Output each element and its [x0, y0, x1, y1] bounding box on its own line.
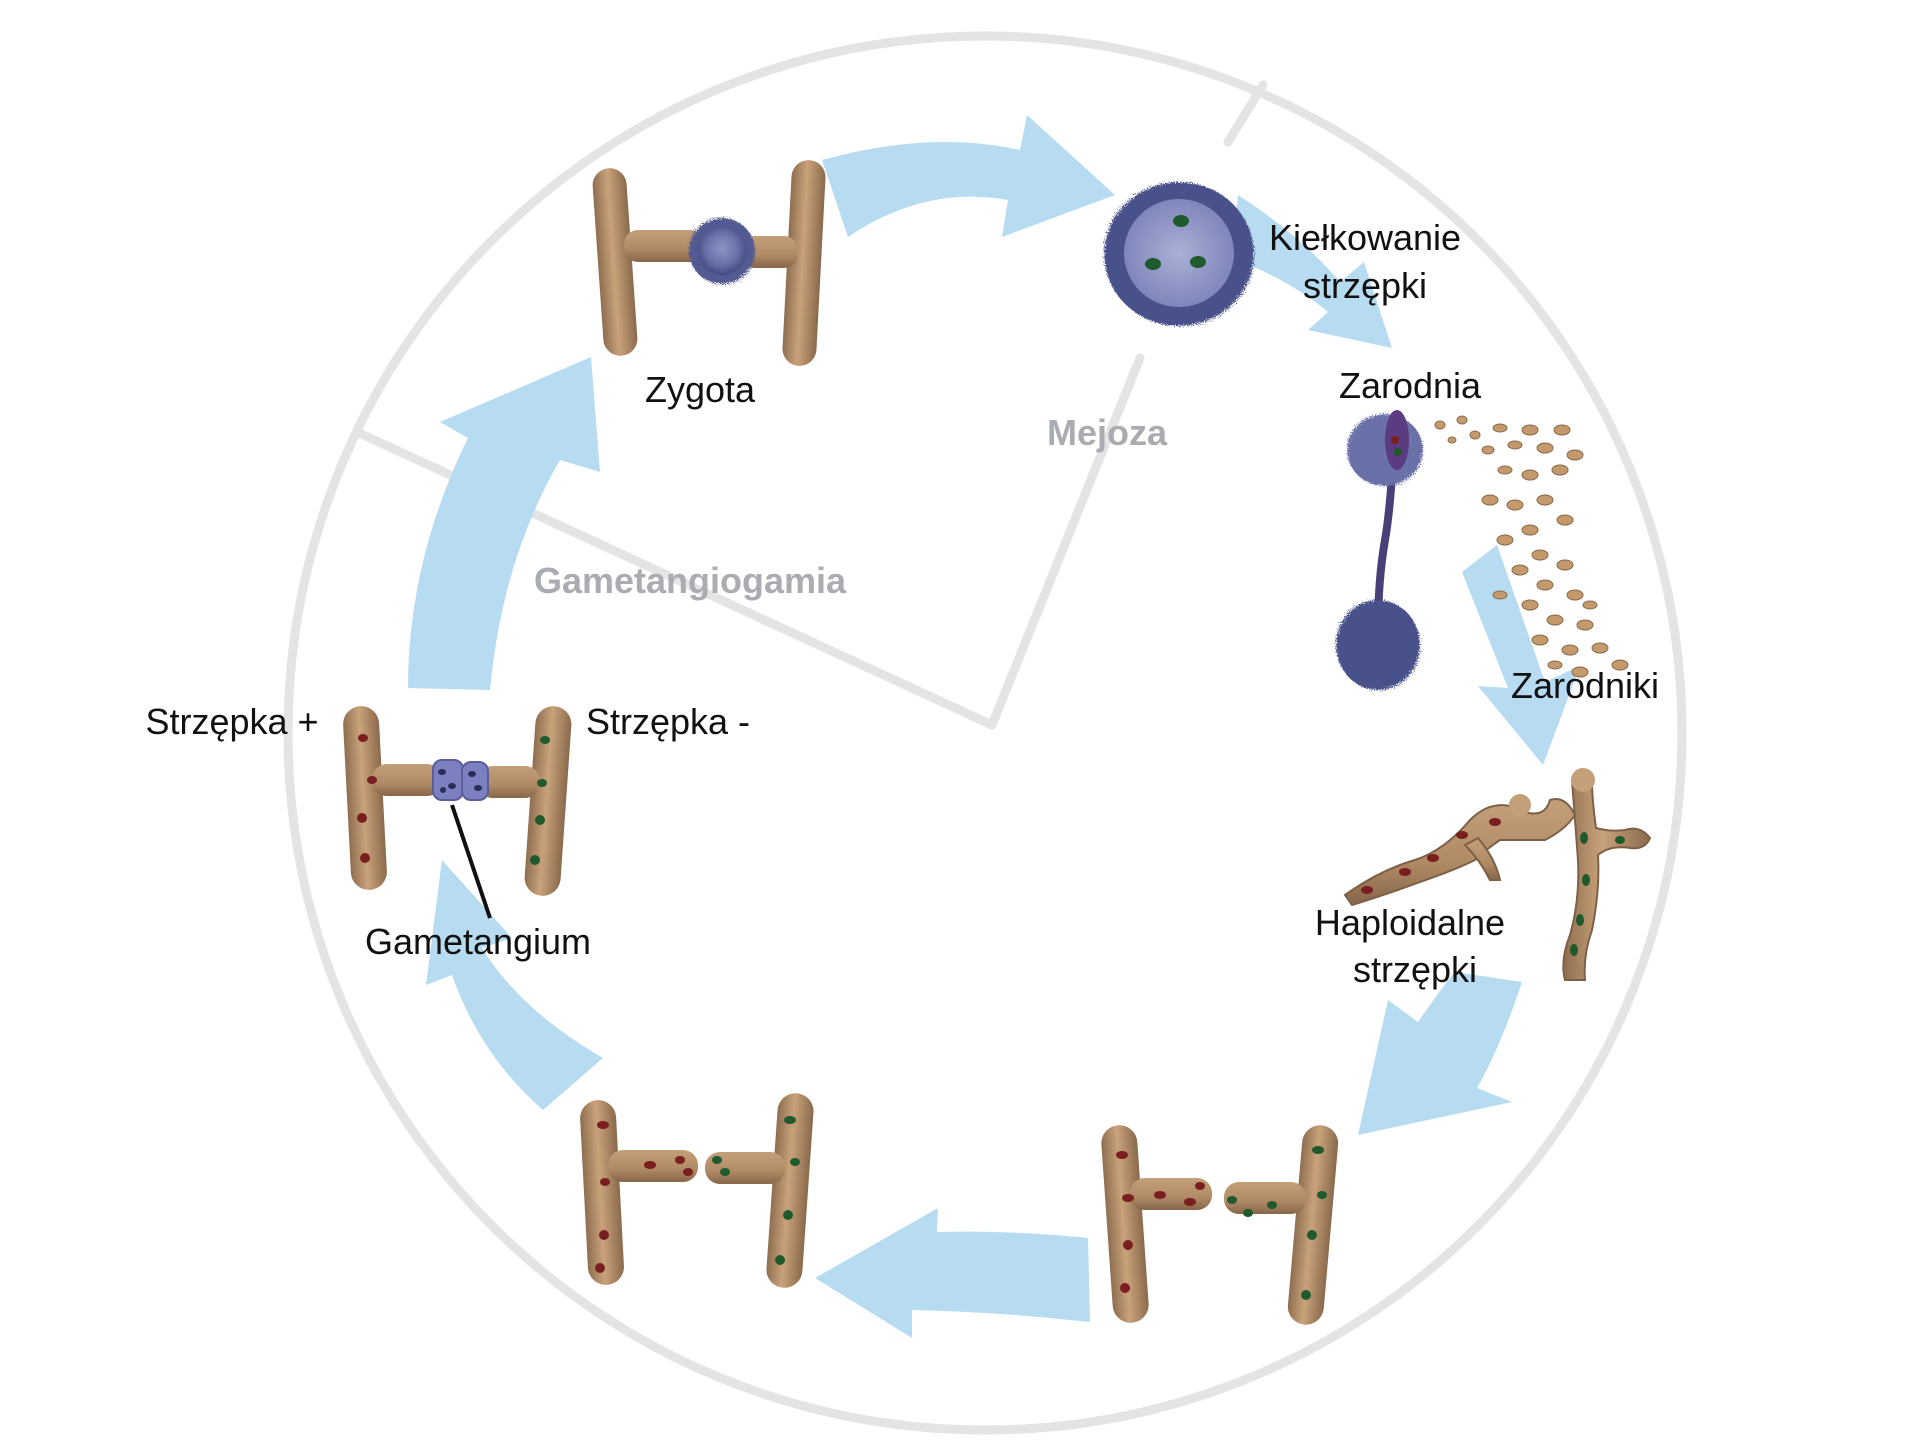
label-zarodnia: Zarodnia — [1339, 365, 1482, 406]
nucleus — [1489, 818, 1501, 826]
zygospore-inner — [1124, 199, 1234, 307]
nucleus — [1615, 836, 1625, 844]
label-mejoza: Mejoza — [1047, 412, 1168, 453]
nucleus — [1173, 215, 1189, 227]
arrow-spores-falling — [1462, 545, 1580, 765]
arrow-bottom — [815, 1208, 1090, 1338]
nucleus — [1145, 258, 1161, 270]
hypha-plus-vertical — [580, 1100, 624, 1285]
zygote-core — [698, 227, 746, 275]
gametangium-plus — [432, 759, 464, 801]
gametangium-minus — [461, 761, 489, 801]
nucleus — [1580, 832, 1588, 844]
divider-meiosis-line — [987, 353, 1145, 730]
nucleus — [1361, 886, 1373, 894]
nucleus — [1582, 874, 1590, 886]
label-haploidalne-line2: strzępki — [1353, 949, 1477, 990]
haploid-hypha-left — [1343, 798, 1577, 907]
haploid-hyphae — [1343, 768, 1652, 981]
arrow-lower-left — [426, 860, 603, 1110]
sporangium-stage — [1336, 410, 1423, 690]
hypha-minus-branch — [1224, 1182, 1306, 1214]
zygospore — [1104, 182, 1254, 326]
label-kielkowanie-line1: Kiełkowanie — [1269, 217, 1461, 258]
nucleus — [1427, 854, 1439, 862]
hypha-left-vertical — [592, 168, 638, 356]
spores — [1434, 415, 1629, 678]
hypha-plus-vertical — [343, 706, 387, 890]
hypha-right-vertical — [782, 160, 826, 366]
label-haploidalne-line1: Haploidalne — [1315, 902, 1505, 943]
nucleus — [1456, 831, 1468, 839]
label-zarodniki: Zarodniki — [1511, 665, 1659, 706]
sporangium — [1347, 414, 1423, 486]
hypha-minus-branch — [478, 766, 540, 798]
arrow-left-up — [408, 357, 600, 690]
haploid-hypha-right — [1562, 779, 1652, 981]
nucleus — [1394, 448, 1402, 456]
hypha-plus-vertical — [1101, 1125, 1149, 1323]
gametangium-pointer-line — [450, 804, 492, 919]
label-kielkowanie-line2: strzępki — [1303, 265, 1427, 306]
haploid-hypha-branch — [1463, 836, 1502, 881]
nucleus — [1391, 436, 1399, 444]
hypha-tip — [1509, 794, 1531, 816]
hypha-tip — [1571, 768, 1595, 792]
hypha-right-branch — [740, 236, 798, 268]
label-strzepka-plus: Strzępka + — [145, 701, 318, 742]
nucleus — [1190, 256, 1206, 268]
hypha-minus-vertical — [766, 1093, 814, 1288]
arrow-haploid-to-pair — [1358, 972, 1522, 1135]
hypha-minus-vertical — [1287, 1125, 1339, 1325]
germ-zygospore — [1336, 600, 1420, 690]
label-gametangium: Gametangium — [365, 921, 591, 962]
label-gametangiogamia: Gametangiogamia — [534, 560, 847, 601]
zygote-stage — [592, 160, 826, 366]
arrow-germination — [1232, 195, 1392, 348]
label-zygota: Zygota — [645, 369, 756, 410]
gametangia-stage — [343, 706, 572, 919]
divider-top-tick — [1223, 80, 1268, 147]
nucleus — [1399, 868, 1411, 876]
hypha-plus-branch — [372, 764, 442, 796]
nucleus — [1570, 944, 1578, 956]
progametangia-stage — [580, 1093, 814, 1288]
life-cycle-ring — [283, 31, 1687, 1435]
label-strzepka-minus: Strzępka - — [586, 701, 750, 742]
hyphae-approach-stage — [1101, 1125, 1339, 1325]
cycle-arrows — [408, 115, 1580, 1338]
hypha-minus-vertical — [524, 706, 572, 896]
nucleus — [1576, 914, 1584, 926]
arrow-zygote-to-spore — [822, 115, 1115, 237]
hypha-left-branch — [624, 230, 704, 262]
